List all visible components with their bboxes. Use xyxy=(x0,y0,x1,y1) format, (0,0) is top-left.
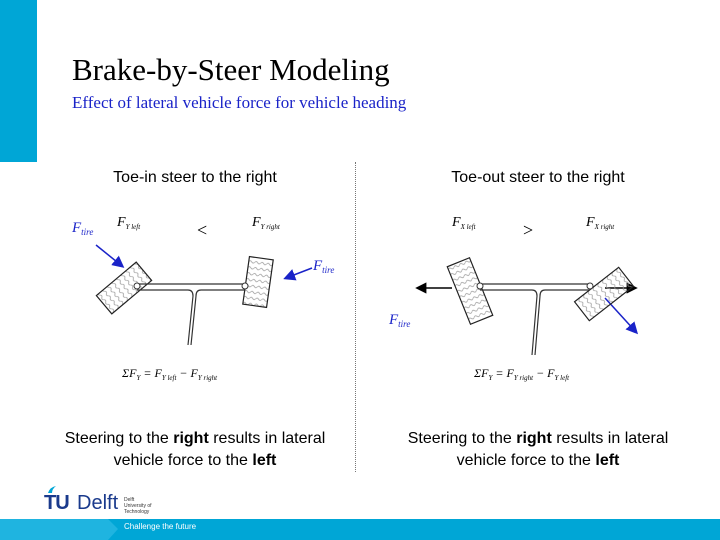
right-caption-text-2: results in lateral vehicle force to the xyxy=(456,430,669,469)
footer-tagline: Challenge the future xyxy=(124,522,197,531)
right-caption: Steering to the right results in lateral… xyxy=(383,428,693,472)
left-equation: ΣFY = FY left − FY right xyxy=(121,366,218,382)
toe-out-right-wheel xyxy=(573,266,635,322)
left-caption-text-2: results in lateral vehicle force to the xyxy=(113,430,326,469)
left-hub-left xyxy=(133,282,141,290)
left-caption: Steering to the right results in lateral… xyxy=(40,428,350,472)
right-tire-force-arrow xyxy=(283,267,313,281)
accent-bar xyxy=(0,0,37,162)
left-column-heading: Toe-in steer to the right xyxy=(113,169,277,186)
right-caption-bold-1: right xyxy=(516,430,552,447)
right-caption-bold-2: left xyxy=(595,452,620,469)
left-f-tire-right-label: Ftire xyxy=(312,258,334,275)
toe-out-diagram: FX left > FX right Ftire ΣFY = FY right … xyxy=(388,215,639,382)
right-fx-left-label: FX left xyxy=(451,215,477,231)
left-hub-right xyxy=(241,282,249,290)
left-wheel xyxy=(95,261,153,315)
logo-delft-text: Delft xyxy=(77,492,119,514)
logo-tu-text: TU xyxy=(44,492,70,514)
left-fy-left-label: FY left xyxy=(116,215,141,231)
slide-subtitle: Effect of lateral vehicle force for vehi… xyxy=(72,93,407,112)
left-chassis xyxy=(137,283,245,346)
slide-title: Brake-by-Steer Modeling xyxy=(72,52,390,87)
right-fx-right-label: FX right xyxy=(585,215,615,231)
left-tire-force-arrow xyxy=(95,244,125,268)
right-equation: ΣFY = FY right − FY left xyxy=(473,366,570,382)
left-caption-text-1: Steering to the xyxy=(64,430,174,447)
left-caption-bold-1: right xyxy=(173,430,209,447)
right-hub-left xyxy=(476,282,484,290)
right-hub-right xyxy=(586,282,594,290)
tu-delft-logo: TU Delft xyxy=(44,486,154,518)
flame-icon xyxy=(48,486,56,493)
left-caption-bold-2: left xyxy=(252,452,277,469)
toe-in-diagram: Ftire FY left < FY right Ftire ΣFY = FY … xyxy=(71,215,334,382)
column-divider xyxy=(355,162,356,472)
university-text: Delft University of Technology xyxy=(124,497,152,515)
footer-chevron-decoration xyxy=(0,519,118,540)
left-comparator: < xyxy=(197,220,207,240)
right-wheel xyxy=(242,255,274,309)
left-f-tire-label: Ftire xyxy=(71,220,93,237)
toe-out-left-wheel xyxy=(446,256,494,326)
right-column-heading: Toe-out steer to the right xyxy=(451,169,625,186)
right-comparator: > xyxy=(523,220,533,240)
right-f-tire-label: Ftire xyxy=(388,312,410,329)
right-chassis xyxy=(480,283,590,356)
left-fy-right-label: FY right xyxy=(251,215,281,231)
right-caption-text-1: Steering to the xyxy=(407,430,517,447)
footer-bar xyxy=(0,519,720,540)
